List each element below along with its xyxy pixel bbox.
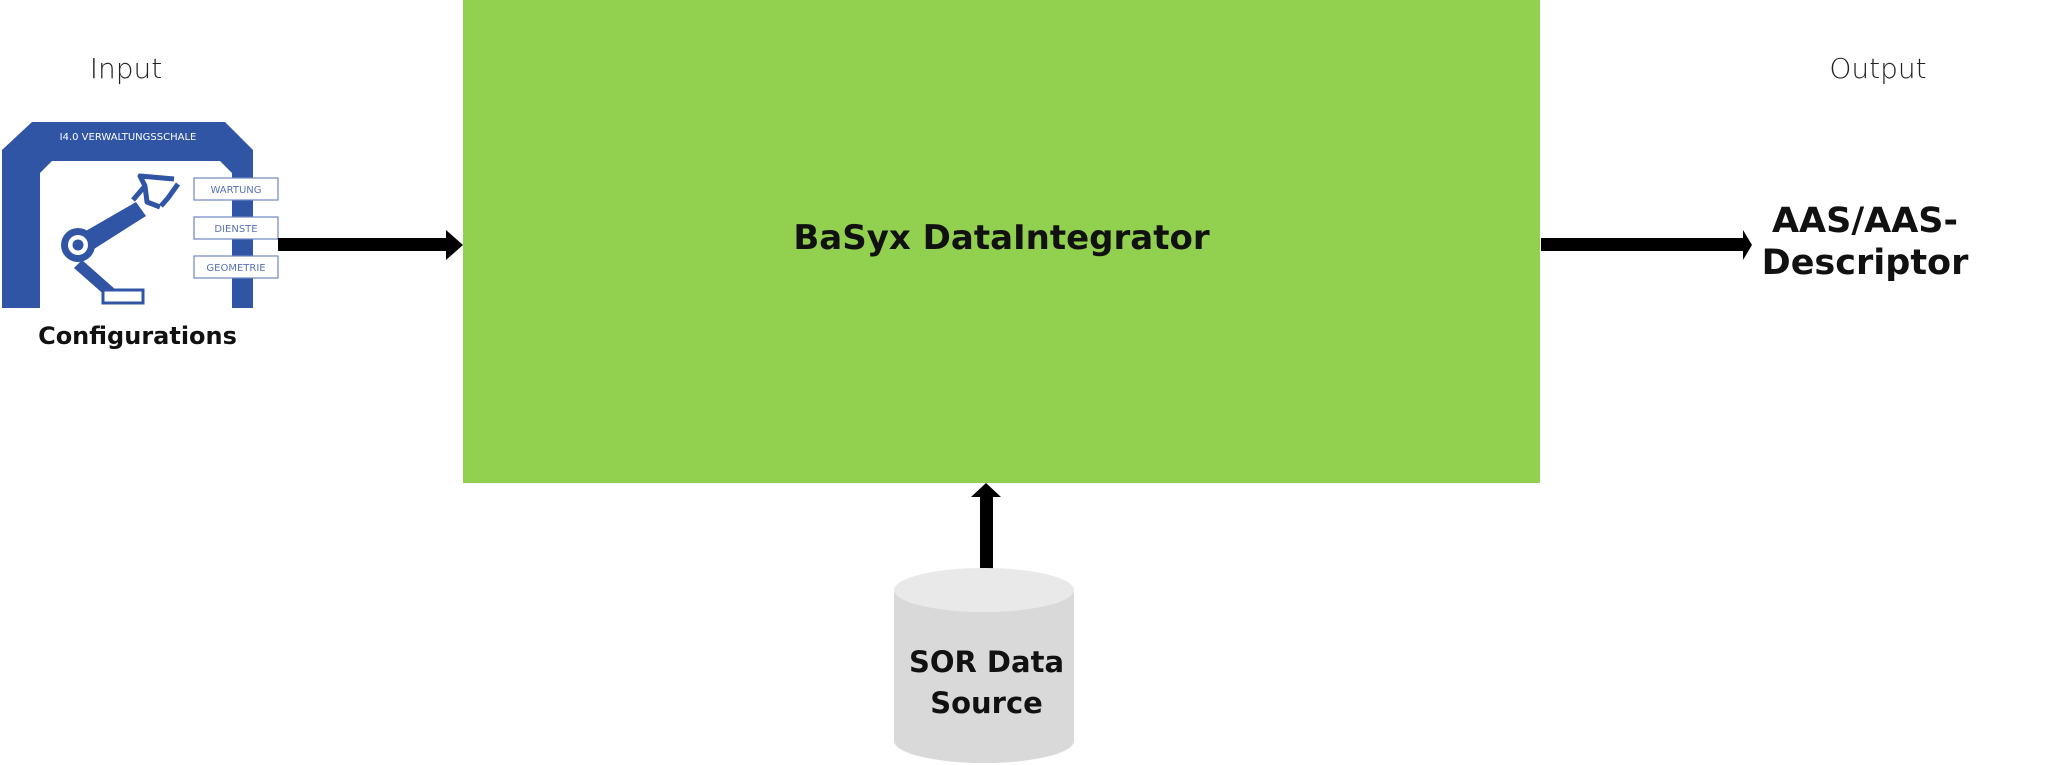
output-label: Output (1829, 52, 1927, 85)
submodel-dienste: DIENSTE (193, 216, 279, 240)
datasource-line: Source (930, 686, 1043, 720)
output-arrow (1541, 230, 1752, 260)
datasource-line: SOR Data (908, 645, 1065, 679)
integrator-title: BaSyx DataIntegrator (793, 218, 1210, 258)
submodel-label: WARTUNG (210, 185, 261, 196)
input-arrow (278, 230, 463, 260)
output-line: Descriptor (1761, 243, 1969, 283)
submodel-label: GEOMETRIE (206, 263, 265, 274)
datasource-label: SOR Data Source (893, 642, 1080, 724)
shell-header-text: I4.0 VERWALTUNGSSCHALE (60, 132, 197, 143)
output-line: AAS/AAS- (1771, 201, 1959, 241)
input-label: Input (89, 52, 163, 85)
output-artifact: AAS/AAS- Descriptor (1740, 200, 1990, 284)
submodel-geometrie: GEOMETRIE (193, 255, 279, 279)
submodel-label: DIENSTE (214, 224, 257, 235)
shell-frame (2, 122, 253, 308)
integrator-box: BaSyx DataIntegrator (463, 0, 1540, 483)
robot-arm-icon (61, 173, 181, 305)
submodel-wartung: WARTUNG (193, 177, 279, 201)
configurations-label: Configurations (38, 322, 237, 350)
asset-administration-shell-icon: I4.0 VERWALTUNGSSCHALE WARTUNG DIENSTE G… (2, 122, 279, 308)
database-icon (894, 568, 1074, 763)
source-arrow (971, 483, 1001, 572)
